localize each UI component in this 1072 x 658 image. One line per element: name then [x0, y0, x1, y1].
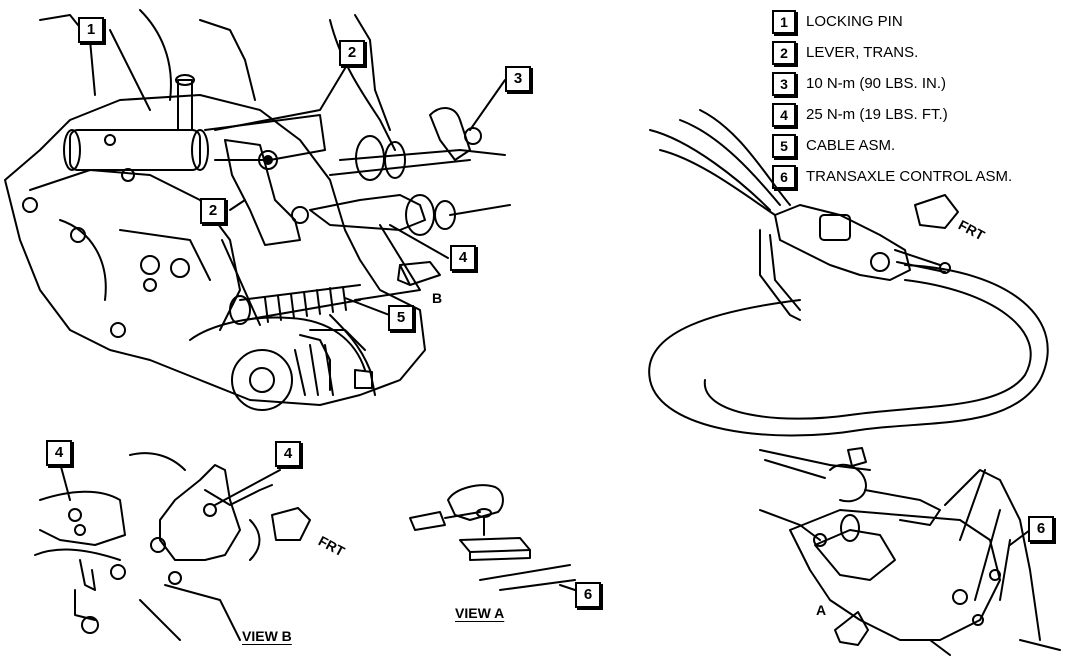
legend-text: 25 N-m (19 LBS. FT.) [806, 106, 948, 123]
callout-torque-10nm: 3 [505, 66, 531, 92]
callout-view-b-torque-left: 4 [46, 440, 72, 466]
view-b-title: VIEW B [242, 628, 292, 644]
legend-number: 4 [772, 102, 796, 127]
main-leader-lines [109, 29, 506, 317]
callout-cable-asm: 5 [388, 305, 414, 331]
legend-number: 6 [772, 164, 796, 189]
view-a-drawing [409, 484, 576, 591]
legend-number: 1 [772, 9, 796, 34]
legend-item: 5 CABLE ASM. [772, 130, 1012, 161]
cable-and-control-drawing [648, 109, 1061, 656]
view-a-title: VIEW A [455, 605, 505, 621]
legend-text: LOCKING PIN [806, 13, 903, 30]
engine-assembly-drawing [4, 9, 511, 411]
legend-item: 3 10 N-m (90 LBS. IN.) [772, 68, 1012, 99]
legend-text: TRANSAXLE CONTROL ASM. [806, 168, 1013, 185]
legend-text: 10 N-m (90 LBS. IN.) [806, 75, 947, 92]
callout-view-a-control: 6 [575, 582, 601, 608]
legend-item: 2 LEVER, TRANS. [772, 37, 1012, 68]
parts-legend: 1 LOCKING PIN 2 LEVER, TRANS. 3 10 N-m (… [772, 6, 1012, 192]
callout-view-b-torque-right: 4 [275, 441, 301, 467]
legend-item: 4 25 N-m (19 LBS. FT.) [772, 99, 1012, 130]
legend-number: 3 [772, 71, 796, 96]
view-b-drawing [34, 452, 311, 641]
callout-lever-trans-top: 2 [339, 40, 365, 66]
legend-number: 2 [772, 40, 796, 65]
callout-transaxle-control: 6 [1028, 516, 1054, 542]
view-b-marker-label: B [432, 290, 443, 306]
view-a-marker-label: A [816, 602, 827, 618]
legend-text: LEVER, TRANS. [806, 44, 919, 61]
callout-locking-pin: 1 [78, 17, 104, 43]
callout-torque-25nm: 4 [450, 245, 476, 271]
legend-number: 5 [772, 133, 796, 158]
legend-item: 6 TRANSAXLE CONTROL ASM. [772, 161, 1012, 192]
legend-text: CABLE ASM. [806, 137, 896, 154]
callout-lever-trans-mid: 2 [200, 198, 226, 224]
legend-item: 1 LOCKING PIN [772, 6, 1012, 37]
